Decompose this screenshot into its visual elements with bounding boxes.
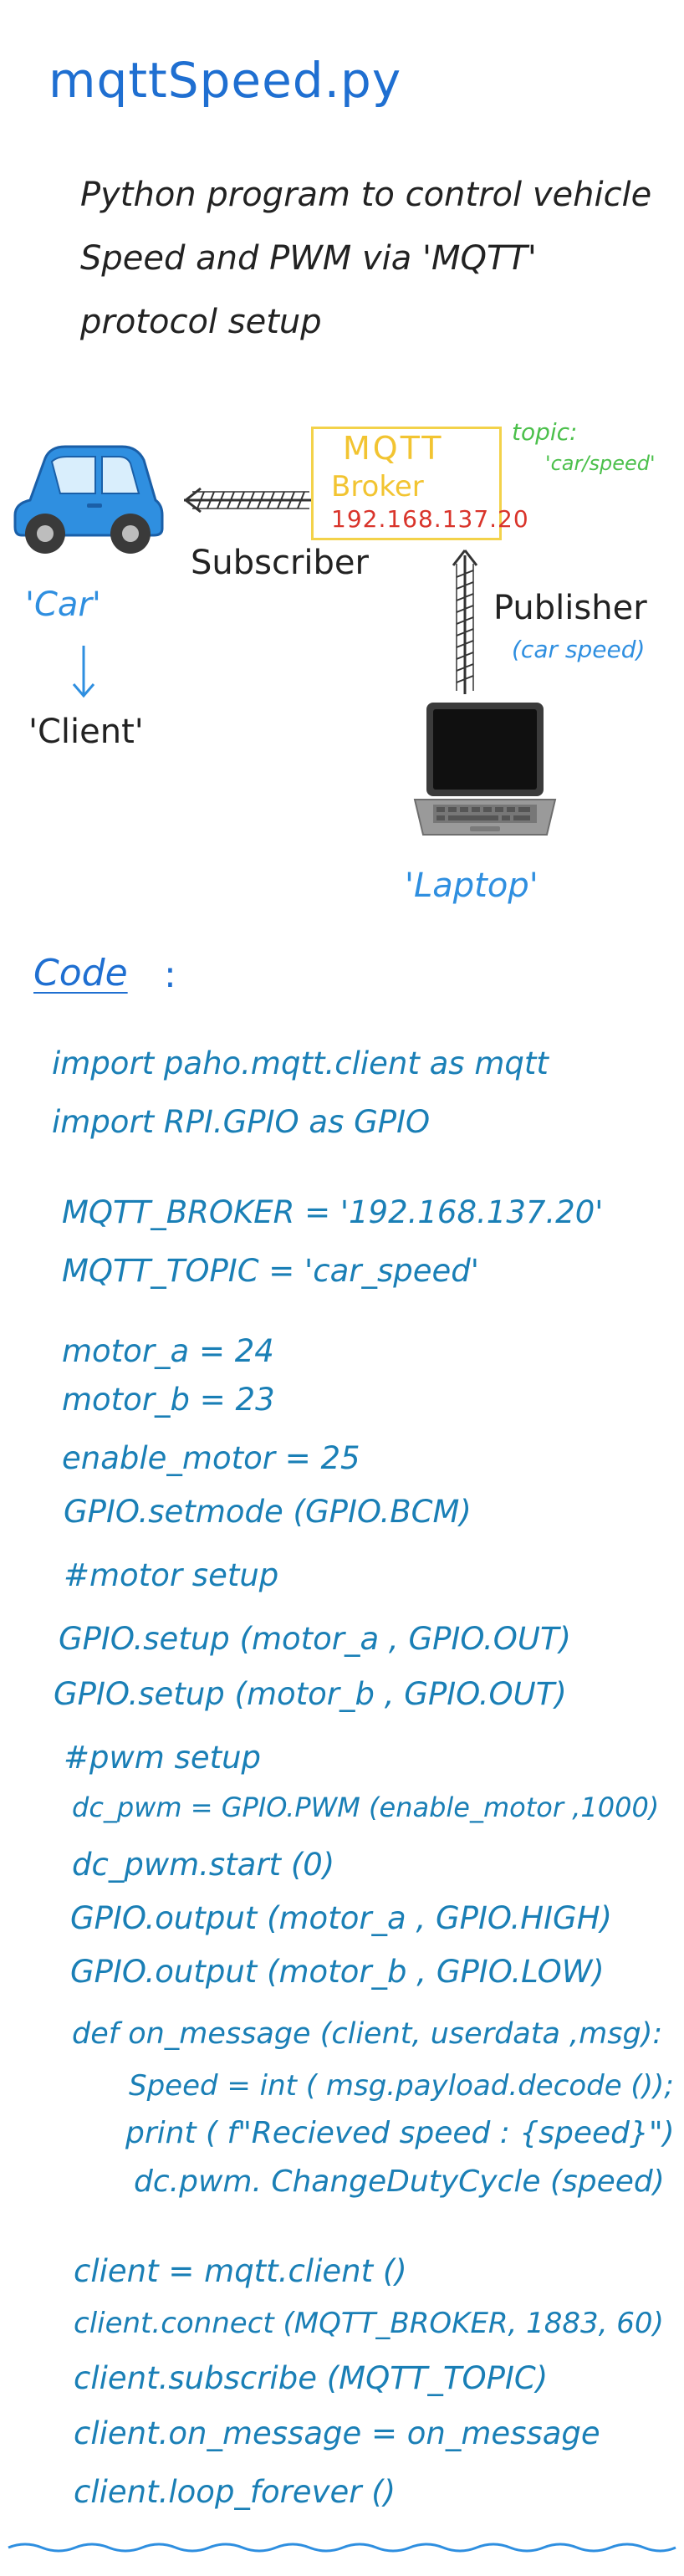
- code-line: print ( f"Recieved speed : {speed}"): [125, 2116, 675, 2150]
- subscriber-arrow: [184, 487, 311, 514]
- car-label: 'Car': [25, 585, 101, 624]
- code-line: MQTT_TOPIC = 'car_speed': [62, 1253, 479, 1289]
- laptop-label: 'Laptop': [405, 866, 539, 905]
- laptop-icon: [413, 703, 557, 836]
- code-line: client.connect (MQTT_BROKER, 1883, 60): [74, 2307, 664, 2340]
- page-title: mqttSpeed.py: [48, 52, 402, 109]
- client-label: 'Client': [28, 713, 144, 751]
- code-line: dc.pwm. ChangeDutyCycle (speed): [134, 2165, 665, 2199]
- broker-title: MQTT: [343, 430, 444, 467]
- broker-box: [311, 427, 502, 540]
- code-line: def on_message (client, userdata ,msg):: [72, 2017, 663, 2051]
- topic-value: 'car/speed': [545, 452, 656, 475]
- car-icon: [13, 445, 164, 554]
- code-line: MQTT_BROKER = '192.168.137.20': [62, 1194, 604, 1230]
- bottom-divider: [8, 2543, 676, 2553]
- publisher-note: (car speed): [512, 636, 646, 663]
- code-line: dc_pwm.start (0): [72, 1847, 335, 1883]
- code-line: client = mqtt.client (): [74, 2253, 407, 2289]
- code-line: dc_pwm = GPIO.PWM (enable_motor ,1000): [72, 1791, 660, 1823]
- code-comment: #motor setup: [64, 1557, 279, 1593]
- description-line-3: protocol setup: [80, 303, 322, 341]
- subscriber-label: Subscriber: [191, 544, 369, 582]
- description-line-2: Speed and PWM via 'MQTT': [80, 239, 537, 278]
- topic-label: topic:: [512, 418, 578, 446]
- code-line: GPIO.output (motor_b , GPIO.LOW): [70, 1954, 605, 1990]
- broker-ip: 192.168.137.20: [331, 505, 529, 533]
- code-heading: Code: [33, 952, 128, 994]
- code-colon: :: [164, 953, 176, 996]
- code-line: GPIO.setmode (GPIO.BCM): [64, 1494, 472, 1530]
- code-line: GPIO.setup (motor_b , GPIO.OUT): [54, 1676, 567, 1712]
- code-comment: #pwm setup: [64, 1740, 262, 1776]
- code-line: client.on_message = on_message: [74, 2415, 600, 2451]
- publisher-label: Publisher: [493, 589, 647, 627]
- arrow-down-icon: [72, 646, 95, 698]
- description-line-1: Python program to control vehicle: [80, 176, 652, 214]
- code-line: enable_motor = 25: [62, 1440, 360, 1476]
- broker-subtitle: Broker: [331, 470, 424, 503]
- code-line: import paho.mqtt.client as mqtt: [52, 1045, 549, 1081]
- code-line: import RPI.GPIO as GPIO: [52, 1104, 431, 1140]
- code-line: motor_a = 24: [62, 1333, 274, 1369]
- publisher-arrow: [452, 549, 478, 694]
- code-line: GPIO.output (motor_a , GPIO.HIGH): [70, 1900, 612, 1936]
- code-line: client.loop_forever (): [74, 2474, 396, 2510]
- code-line: client.subscribe (MQTT_TOPIC): [74, 2360, 549, 2396]
- code-line: GPIO.setup (motor_a , GPIO.OUT): [59, 1621, 571, 1657]
- code-line: motor_b = 23: [62, 1382, 275, 1418]
- code-line: Speed = int ( msg.payload.decode ());: [129, 2069, 674, 2103]
